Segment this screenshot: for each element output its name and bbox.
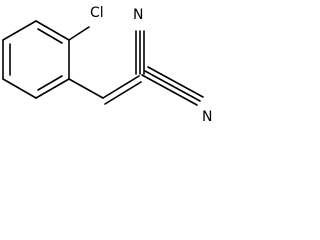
nitrile-bond-lower-1 xyxy=(141,74,198,106)
nitrile-bond-lower-2 xyxy=(144,70,201,102)
vinyl-double-bond-outer xyxy=(102,75,140,99)
chlorine-label: Cl xyxy=(90,5,104,21)
chemical-structure-canvas: Cl N N xyxy=(0,0,220,137)
ring-to-vinyl-bond xyxy=(68,78,104,99)
ring-bond xyxy=(35,20,70,41)
nitrogen-top-label: N xyxy=(133,7,143,23)
ring-bond xyxy=(35,78,70,99)
ring-bond xyxy=(2,78,37,99)
ring-bond xyxy=(2,20,37,41)
c-cl-bond xyxy=(68,26,90,41)
chemical-structure: Cl N N xyxy=(2,5,212,125)
nitrile-bond-lower-3 xyxy=(147,66,204,98)
aromatic-inner-bond xyxy=(37,28,63,44)
aromatic-inner-bond xyxy=(37,75,63,91)
vinyl-double-bond-inner xyxy=(104,81,142,105)
benzene-ring xyxy=(2,20,70,99)
nitrogen-bottom-label: N xyxy=(202,109,212,125)
